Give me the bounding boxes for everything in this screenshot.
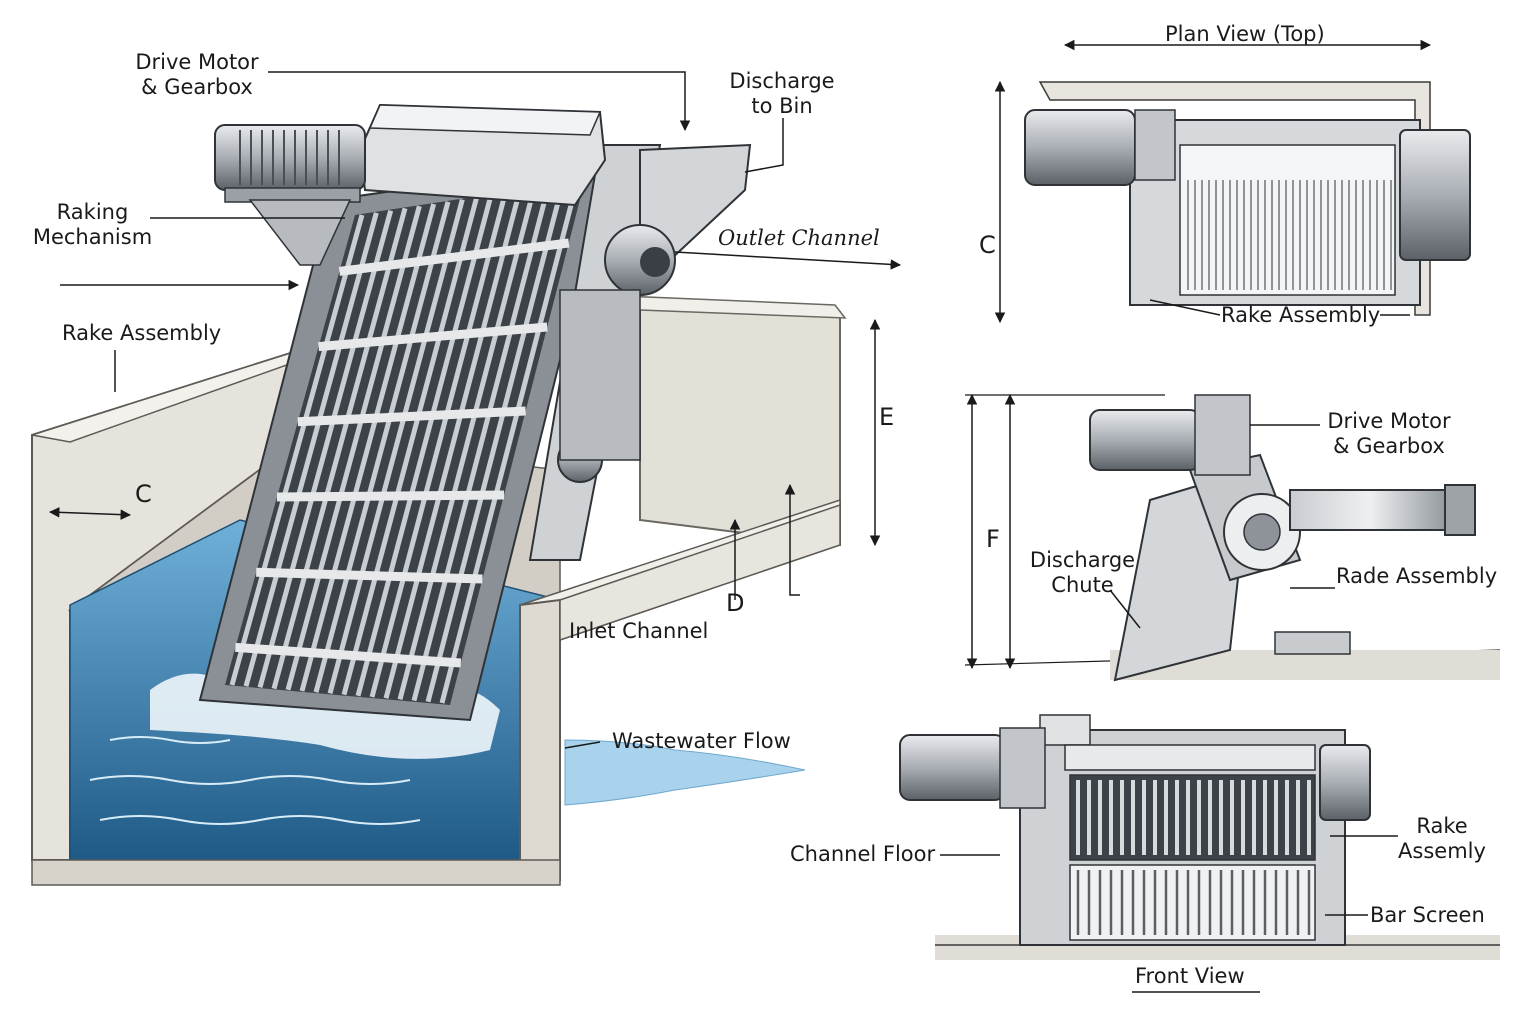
label-drive-motor-side-line1: Drive Motor — [1327, 409, 1451, 433]
head-housing-top — [368, 104, 602, 136]
screen-bar — [257, 209, 394, 689]
isometric-view — [31, 71, 902, 886]
side-gear-hub — [640, 247, 670, 277]
screen-bar — [327, 198, 465, 695]
bottom-wall — [31, 859, 561, 886]
label-outlet-channel: Outlet Channel — [718, 226, 880, 250]
plan-motor — [1024, 109, 1136, 186]
screen-bar — [285, 205, 422, 691]
label-rake-front-line2: Assemly — [1398, 839, 1486, 863]
plan-channel-outline — [1038, 81, 1431, 316]
label-rake-assembly-iso: Rake Assembly — [62, 321, 222, 345]
front-top-rail — [1064, 744, 1316, 771]
rake-rung — [297, 406, 526, 427]
side-gear-inner — [1243, 513, 1281, 551]
plan-screen-bars — [1187, 180, 1392, 290]
label-raking-mechanism: Raking Mechanism — [25, 200, 160, 250]
label-discharge-line2: to Bin — [751, 94, 813, 118]
label-drive-motor-side-line2: & Gearbox — [1333, 434, 1445, 458]
label-drive-motor-line2: & Gearbox — [141, 75, 253, 99]
label-discharge-to-bin: Discharge to Bin — [712, 69, 852, 119]
front-leaders — [940, 835, 1398, 993]
label-discharge-chute: Discharge Chute — [1020, 548, 1145, 598]
rake-rung — [276, 490, 505, 502]
screen-bar — [383, 190, 523, 699]
front-wall-side — [559, 503, 841, 642]
front-view — [899, 714, 1500, 993]
screen-bar — [425, 183, 566, 703]
screen-bar — [411, 185, 551, 702]
side-motor — [1089, 409, 1201, 471]
label-wastewater-flow: Wastewater Flow — [612, 729, 791, 753]
label-discharge-chute-line1: Discharge — [1029, 548, 1136, 572]
outlet-channel-wall — [639, 298, 841, 547]
label-inlet-channel: Inlet Channel — [569, 619, 709, 643]
screen-bar — [355, 194, 494, 697]
wastewater-outflow — [564, 739, 806, 806]
front-gearbox — [999, 727, 1046, 809]
screen-bar — [439, 181, 580, 704]
label-drive-motor: Drive Motor & Gearbox — [122, 50, 272, 100]
label-dimension-c-iso: C — [135, 480, 152, 508]
label-drive-motor-line1: Drive Motor — [135, 50, 259, 74]
label-bar-screen: Bar Screen — [1370, 903, 1485, 927]
front-view-title: Front View — [1135, 964, 1245, 988]
label-dimension-f: F — [986, 525, 1000, 553]
side-rake-end — [1444, 484, 1476, 536]
side-gearbox — [1194, 394, 1251, 476]
side-leaders — [1109, 424, 1335, 629]
front-head — [1039, 714, 1091, 746]
label-dimension-d: D — [726, 589, 745, 617]
label-dimension-c-plan: C — [979, 231, 996, 259]
screen-bar — [243, 212, 379, 687]
rake-rung — [318, 322, 548, 352]
front-right-drive — [1319, 744, 1371, 821]
label-rake-assembly-side: Rade Assembly — [1336, 564, 1498, 588]
label-channel-floor: Channel Floor — [790, 842, 936, 866]
support-column — [559, 289, 641, 461]
front-rake-zone — [1069, 774, 1316, 861]
label-dimension-e: E — [879, 403, 895, 431]
screen-bar — [397, 187, 537, 701]
screen-bar — [313, 201, 451, 693]
front-wall-face — [519, 598, 561, 881]
label-discharge-line1: Discharge — [729, 69, 835, 93]
plan-gearbox — [1134, 109, 1176, 181]
side-view — [964, 393, 1501, 682]
screen-bar — [299, 203, 437, 692]
label-raking-line2: Mechanism — [32, 225, 153, 249]
front-motor — [899, 734, 1006, 801]
front-bar-screen-bars — [1076, 780, 1311, 935]
label-discharge-chute-line2: Chute — [1051, 573, 1114, 597]
label-drive-motor-side: Drive Motor & Gearbox — [1314, 409, 1464, 459]
rake-rung — [256, 567, 483, 584]
label-raking-line1: Raking — [56, 200, 129, 224]
plan-right-drive — [1399, 129, 1471, 261]
drive-motor-body — [214, 124, 366, 191]
plan-view — [994, 39, 1471, 324]
motor-bracket — [248, 199, 352, 266]
plan-rake-leader — [1149, 299, 1410, 316]
label-rake-assembly-plan: Rake Assembly — [1221, 303, 1381, 327]
rake-rung — [235, 642, 462, 668]
rake-rungs — [235, 238, 570, 668]
side-base-block — [1274, 631, 1351, 655]
side-rake-arm — [1289, 489, 1451, 531]
front-bar-zone — [1069, 864, 1316, 941]
screen-bar — [229, 214, 365, 686]
screen-bar — [369, 192, 508, 698]
label-rake-assemly-front: Rake Assemly — [1392, 814, 1492, 864]
rake-rung — [338, 238, 570, 276]
screen-bar — [271, 207, 408, 690]
motor-cooling-fins — [239, 130, 340, 185]
iso-leader-lines — [48, 71, 902, 749]
plan-view-title: Plan View (Top) — [1165, 22, 1325, 46]
bar-screen-bars — [229, 181, 580, 704]
water-ripples — [89, 736, 421, 825]
label-rake-front-line1: Rake — [1416, 814, 1468, 838]
screen-bar — [341, 196, 480, 696]
